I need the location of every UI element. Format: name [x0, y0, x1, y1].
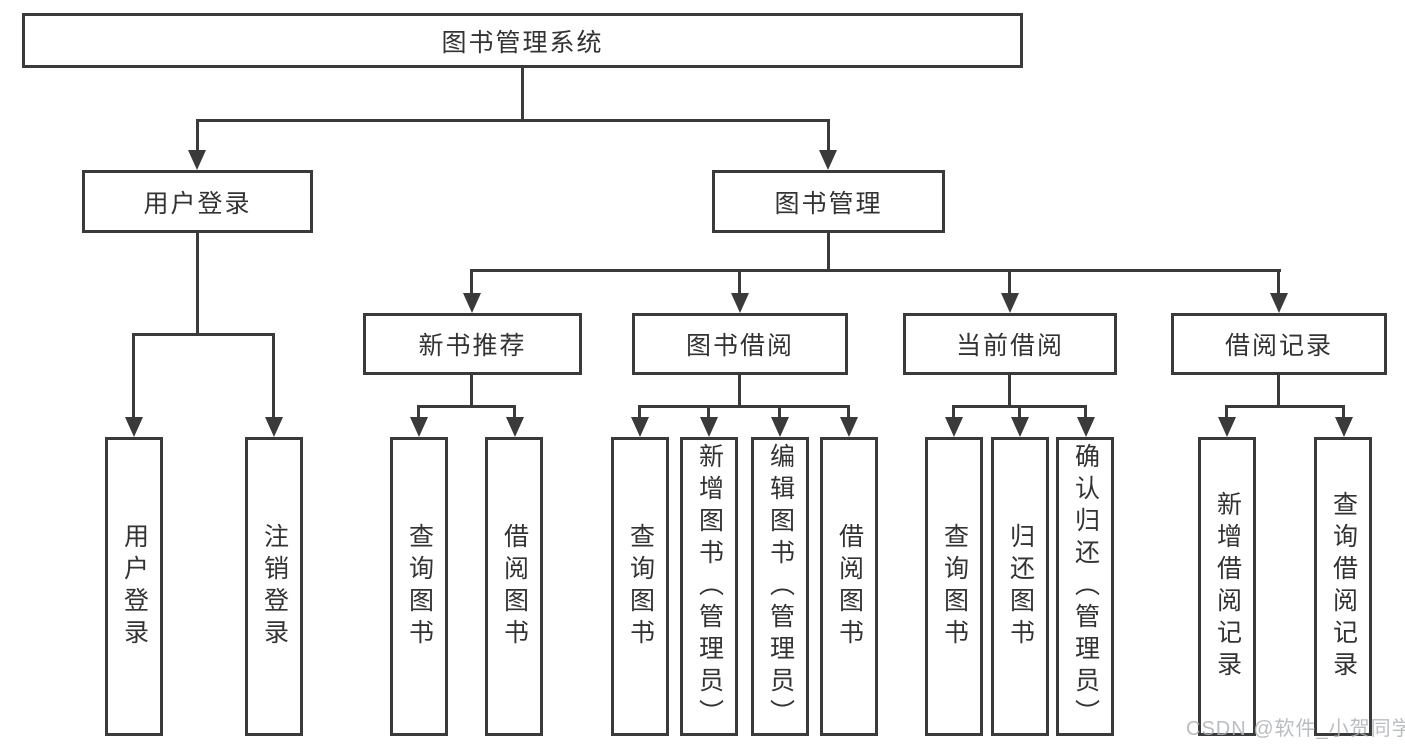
connector-to-book-management [827, 119, 830, 152]
connector-records-stem [1277, 375, 1280, 408]
arrow-down-icon [1077, 417, 1095, 437]
connector-recommend-stem [470, 375, 473, 408]
connector-leaf-shaft [513, 405, 516, 419]
leaf-borrow-book: 借阅图书 [820, 437, 878, 736]
arrow-down-icon [125, 417, 143, 437]
connector-leaf-shaft [1084, 405, 1087, 419]
leaf-confirm-return-admin: 确认归还（管理员） [1056, 437, 1114, 736]
connector-leaf-shaft [1342, 405, 1345, 419]
connector-to-book-borrowing [738, 269, 741, 295]
connector-to-leaf-logout [272, 333, 275, 419]
leaf-borrow-book-recommend: 借阅图书 [485, 437, 543, 736]
leaf-edit-book-admin: 编辑图书（管理员） [751, 437, 809, 736]
connector-root-horizontal [196, 119, 830, 122]
connector-to-current-borrowing [1008, 269, 1011, 295]
node-current-borrowing: 当前借阅 [903, 313, 1117, 375]
connector-leaf-shaft [707, 405, 710, 419]
arrow-down-icon [410, 417, 428, 437]
connector-leaf-shaft [638, 405, 641, 419]
connector-leaf-shaft [778, 405, 781, 419]
arrow-down-icon [1001, 293, 1019, 313]
leaf-query-book-recommend: 查询图书 [390, 437, 448, 736]
connector-leaf-shaft [952, 405, 955, 419]
connector-leaf-shaft [847, 405, 850, 419]
arrow-down-icon [771, 417, 789, 437]
node-library-management-system: 图书管理系统 [22, 13, 1023, 68]
connector-root-stem [521, 68, 524, 121]
csdn-watermark: CSDN @软件_小贺同学 [1186, 718, 1405, 740]
leaf-user-login: 用户登录 [105, 437, 163, 736]
leaf-return-book: 归还图书 [991, 437, 1049, 736]
node-book-borrowing: 图书借阅 [632, 313, 848, 375]
node-borrowing-records: 借阅记录 [1171, 313, 1387, 375]
connector-to-borrowing-records [1277, 269, 1280, 295]
arrow-down-icon [731, 293, 749, 313]
arrow-down-icon [945, 417, 963, 437]
leaf-query-book-borrow: 查询图书 [611, 437, 669, 736]
connector-to-leaf-user-login [132, 333, 135, 419]
connector-user-login-horizontal [132, 333, 275, 336]
connector-leaf-shaft [417, 405, 420, 419]
leaf-query-book-current: 查询图书 [925, 437, 983, 736]
arrow-down-icon [188, 150, 206, 170]
arrow-down-icon [1218, 417, 1236, 437]
connector-level3-horizontal [470, 269, 1281, 272]
connector-borrowing-stem [738, 375, 741, 408]
arrow-down-icon [463, 293, 481, 313]
arrow-down-icon [700, 417, 718, 437]
leaf-query-borrow-record: 查询借阅记录 [1314, 437, 1372, 736]
connector-to-new-book-recommendation [470, 269, 473, 295]
connector-book-management-stem [827, 233, 830, 272]
connector-user-login-stem [196, 233, 199, 335]
arrow-down-icon [1011, 417, 1029, 437]
node-user-login: 用户登录 [82, 170, 313, 233]
connector-leaf-shaft [1018, 405, 1021, 419]
node-book-management: 图书管理 [712, 170, 945, 233]
arrow-down-icon [840, 417, 858, 437]
connector-recommend-horizontal [417, 405, 516, 408]
connector-records-horizontal [1225, 405, 1345, 408]
connector-current-stem [1008, 375, 1011, 408]
arrow-down-icon [506, 417, 524, 437]
node-new-book-recommendation: 新书推荐 [363, 313, 582, 375]
connector-borrowing-horizontal [638, 405, 850, 408]
leaf-logout: 注销登录 [245, 437, 303, 736]
connector-to-user-login [196, 119, 199, 152]
arrow-down-icon [1335, 417, 1353, 437]
arrow-down-icon [1270, 293, 1288, 313]
arrow-down-icon [265, 417, 283, 437]
leaf-add-book-admin: 新增图书（管理员） [680, 437, 738, 736]
connector-leaf-shaft [1225, 405, 1228, 419]
leaf-add-borrow-record: 新增借阅记录 [1198, 437, 1256, 736]
arrow-down-icon [631, 417, 649, 437]
arrow-down-icon [819, 150, 837, 170]
